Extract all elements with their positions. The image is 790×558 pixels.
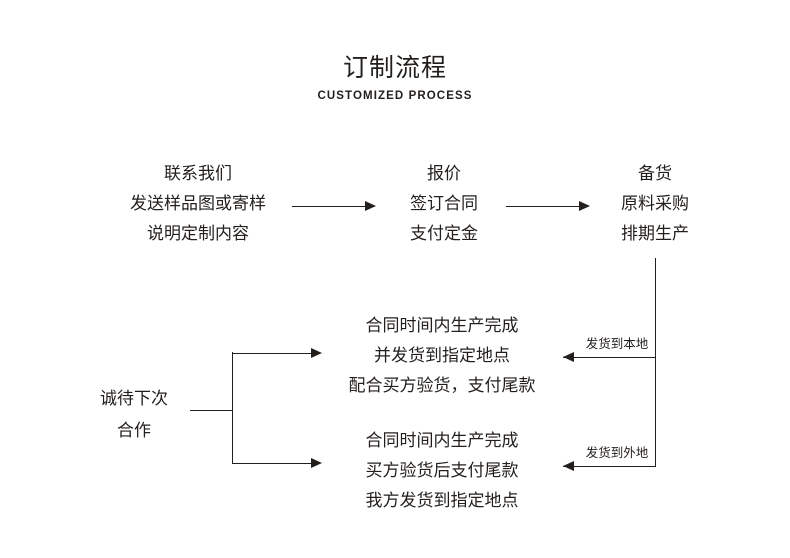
flow-node-contact: 联系我们 发送样品图或寄样 说明定制内容 bbox=[92, 159, 304, 249]
flow-node-contact-line-2: 发送样品图或寄样 bbox=[130, 194, 266, 213]
flow-node-ship-remote-line-1: 合同时间内生产完成 bbox=[365, 431, 519, 450]
flow-node-ship-remote: 合同时间内生产完成 买方验货后支付尾款 我方发货到指定地点 bbox=[320, 426, 564, 516]
edge-label-ship-remote: 发货到外地 bbox=[585, 446, 649, 460]
flow-node-quote-line-2: 签订合同 bbox=[410, 194, 478, 213]
page-title: 订制流程 bbox=[342, 54, 447, 82]
connector-bracket-to-ship-local-arrow-icon bbox=[311, 348, 322, 358]
flow-node-stock-line-1: 备货 bbox=[638, 164, 672, 183]
connector-next-cooperation-stub-line bbox=[190, 410, 233, 411]
flow-node-ship-local: 合同时间内生产完成 并发货到指定地点 配合买方验货，支付尾款 bbox=[320, 311, 564, 401]
connector-bracket-to-ship-local-line bbox=[232, 353, 312, 354]
connector-spine-to-ship-local-arrow-icon bbox=[563, 352, 574, 362]
connector-contact-to-quote-arrow-icon bbox=[365, 201, 376, 211]
flow-node-next-cooperation: 诚待下次 合作 bbox=[78, 383, 190, 447]
flow-node-contact-line-3: 说明定制内容 bbox=[147, 224, 249, 243]
connector-quote-to-stock-arrow-icon bbox=[579, 201, 590, 211]
flow-node-ship-remote-line-2: 买方验货后支付尾款 bbox=[365, 461, 519, 480]
flow-node-contact-line-1: 联系我们 bbox=[164, 164, 232, 183]
connector-spine-to-ship-remote-arrow-icon bbox=[563, 461, 574, 471]
connector-bracket-to-ship-remote-arrow-icon bbox=[311, 458, 322, 468]
edge-label-ship-local: 发货到本地 bbox=[585, 337, 649, 351]
flow-node-ship-local-line-3: 配合买方验货，支付尾款 bbox=[348, 376, 536, 395]
flow-node-quote: 报价 签订合同 支付定金 bbox=[378, 159, 510, 249]
flow-node-ship-local-line-2: 并发货到指定地点 bbox=[374, 346, 510, 365]
flow-node-next-cooperation-line-1: 诚待下次 bbox=[100, 389, 168, 408]
flow-node-quote-line-3: 支付定金 bbox=[410, 224, 478, 243]
flow-node-quote-line-1: 报价 bbox=[427, 164, 461, 183]
connector-bracket-to-ship-remote-line bbox=[232, 463, 312, 464]
flow-node-stock: 备货 原料采购 排期生产 bbox=[588, 159, 722, 249]
connector-spine-to-ship-remote-line bbox=[563, 466, 656, 467]
connector-contact-to-quote-line bbox=[292, 206, 366, 207]
connector-quote-to-stock-line bbox=[506, 206, 580, 207]
connector-stock-spine-line bbox=[655, 258, 656, 467]
connector-spine-to-ship-local-line bbox=[563, 357, 656, 358]
flow-node-next-cooperation-line-2: 合作 bbox=[117, 421, 151, 440]
connector-next-cooperation-bracket-line bbox=[232, 352, 233, 464]
page-subtitle: CUSTOMIZED PROCESS bbox=[317, 90, 473, 102]
flow-node-stock-line-3: 排期生产 bbox=[621, 224, 689, 243]
flow-node-stock-line-2: 原料采购 bbox=[621, 194, 689, 213]
flow-node-ship-local-line-1: 合同时间内生产完成 bbox=[365, 316, 519, 335]
flow-node-ship-remote-line-3: 我方发货到指定地点 bbox=[365, 491, 519, 510]
